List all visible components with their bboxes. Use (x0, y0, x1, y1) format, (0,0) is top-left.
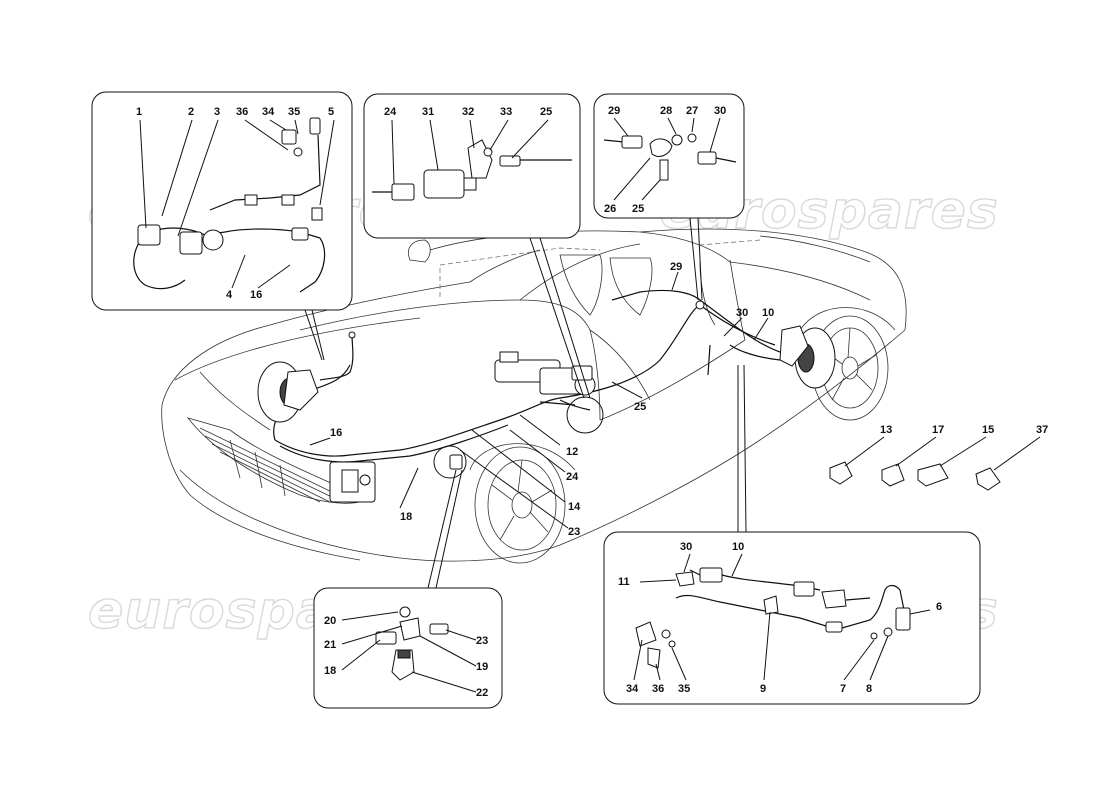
callout-4: 4 (226, 289, 233, 301)
detail-box-top-middle: 24 31 32 33 25 (363, 93, 591, 399)
callout-23-bl: 23 (476, 635, 488, 647)
callout-18-main: 18 (400, 511, 412, 523)
callout-37: 37 (1036, 424, 1048, 436)
callout-26: 26 (604, 203, 616, 215)
callout-32: 32 (462, 106, 474, 118)
callout-10-br: 10 (732, 541, 744, 553)
callout-6: 6 (936, 601, 942, 613)
detail-box-bottom-left: 20 21 18 23 19 22 (313, 469, 503, 709)
callout-13: 13 (880, 424, 892, 436)
callout-29-main: 29 (670, 261, 682, 273)
callout-25-main: 25 (634, 401, 646, 413)
callout-34-br: 34 (626, 683, 639, 695)
callout-9: 9 (760, 683, 766, 695)
callout-7: 7 (840, 683, 846, 695)
detail-box-top-right: 29 28 27 30 26 25 (593, 93, 745, 301)
callout-3: 3 (214, 106, 220, 118)
callout-33: 33 (500, 106, 512, 118)
callout-23-main: 23 (568, 526, 580, 538)
callout-16-main: 16 (330, 427, 342, 439)
callout-31: 31 (422, 106, 434, 118)
callout-28: 28 (660, 105, 672, 117)
callout-1: 1 (136, 106, 142, 118)
callout-22: 22 (476, 687, 488, 699)
callout-24-top: 24 (384, 106, 397, 118)
callout-36-br: 36 (652, 683, 664, 695)
callout-25-top: 25 (540, 106, 552, 118)
callout-35: 35 (288, 106, 300, 118)
callout-20: 20 (324, 615, 336, 627)
callout-8: 8 (866, 683, 872, 695)
callout-36: 36 (236, 106, 248, 118)
main-view-callouts: 29 30 10 25 12 24 14 23 18 16 (309, 261, 774, 538)
callout-30-top: 30 (714, 105, 726, 117)
callout-21: 21 (324, 639, 336, 651)
callout-2: 2 (188, 106, 194, 118)
callout-15: 15 (982, 424, 994, 436)
callout-19: 19 (476, 661, 488, 673)
detail-box-bottom-right: 30 10 11 6 34 36 35 9 7 8 (603, 364, 981, 705)
callout-24-main: 24 (566, 471, 579, 483)
callout-34: 34 (262, 106, 275, 118)
callout-10-main: 10 (762, 307, 774, 319)
callout-29-top: 29 (608, 105, 620, 117)
callout-30-main: 30 (736, 307, 748, 319)
callout-16: 16 (250, 289, 262, 301)
callout-25-tr: 25 (632, 203, 644, 215)
callout-11: 11 (618, 576, 630, 588)
main-brake-lines (257, 289, 836, 503)
clips: 13 17 15 37 (829, 424, 1048, 491)
callout-12: 12 (566, 446, 578, 458)
callout-5: 5 (328, 106, 334, 118)
callout-35-br: 35 (678, 683, 690, 695)
callout-18-bl: 18 (324, 665, 336, 677)
callout-27: 27 (686, 105, 698, 117)
callout-30-br: 30 (680, 541, 692, 553)
callout-17: 17 (932, 424, 944, 436)
callout-14: 14 (568, 501, 581, 513)
detail-box-top-left: 1 2 3 36 34 35 5 4 16 (91, 91, 353, 361)
